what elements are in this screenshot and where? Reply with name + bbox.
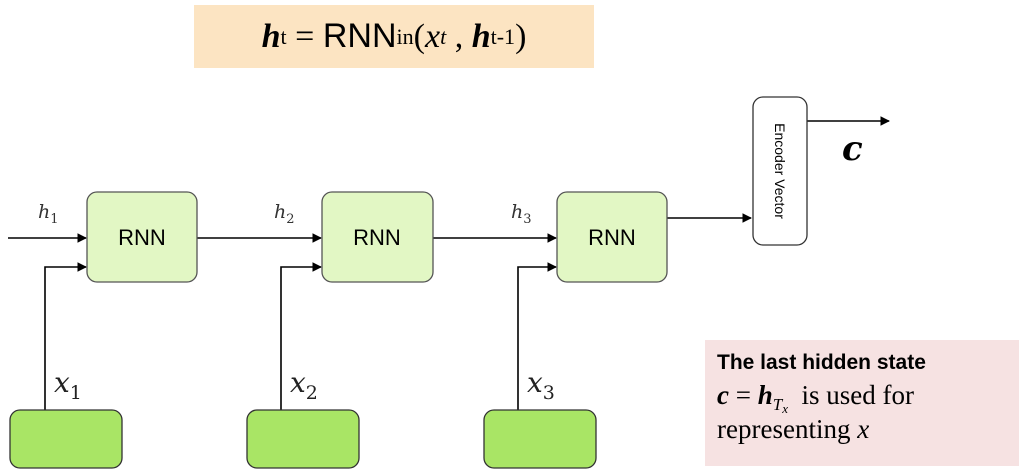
note-eq: = (728, 380, 758, 410)
note-line3: representing x (717, 414, 870, 444)
formula-x: x (424, 17, 441, 55)
note-h: h (757, 380, 773, 410)
input-label-2: x2 (290, 366, 318, 404)
formula-h: h (261, 17, 281, 55)
rnn-cell-1 (86, 191, 198, 283)
note-h-sub: Tx (772, 395, 788, 416)
input-arrow-2 (280, 262, 322, 410)
encoder-vector-box (752, 96, 808, 246)
encoder-vector-label: Encoder Vector (772, 123, 788, 219)
formula-rnn: RNN (322, 17, 397, 55)
output-c-label: c (842, 129, 863, 169)
note-x: x (857, 414, 870, 444)
rnn-cell-2-label: RNN (353, 225, 401, 250)
formula-equals: = (286, 17, 323, 55)
input-label-3: x3 (527, 366, 555, 404)
formula-comma: , (446, 17, 472, 55)
formula-open-paren: ( (413, 17, 425, 55)
hidden-label-1: h1 (38, 201, 59, 227)
rnn-cell-3-label: RNN (588, 225, 636, 250)
note-box: The last hidden state c = hTx is used fo… (705, 340, 1019, 466)
rnn-cell-1-label: RNN (118, 225, 166, 250)
input-box-1 (9, 409, 123, 469)
note-c: c (717, 380, 729, 410)
hidden-label-3: h3 (511, 201, 532, 227)
rnn-cell-2 (321, 191, 434, 283)
note-equation: c = hTx is used for (717, 378, 1009, 416)
input-arrow-1 (44, 262, 87, 410)
input-label-1: x1 (54, 366, 82, 404)
rnn-cell-3 (556, 191, 668, 283)
input-box-2 (246, 409, 360, 469)
input-box-3 (483, 409, 597, 469)
note-rest: is used for (788, 380, 914, 410)
note-title: The last hidden state (717, 351, 926, 374)
formula-close-paren: ) (515, 17, 527, 55)
formula-h-prev: h (471, 17, 491, 55)
input-arrow-3 (517, 262, 557, 410)
hidden-label-2: h2 (274, 201, 295, 227)
